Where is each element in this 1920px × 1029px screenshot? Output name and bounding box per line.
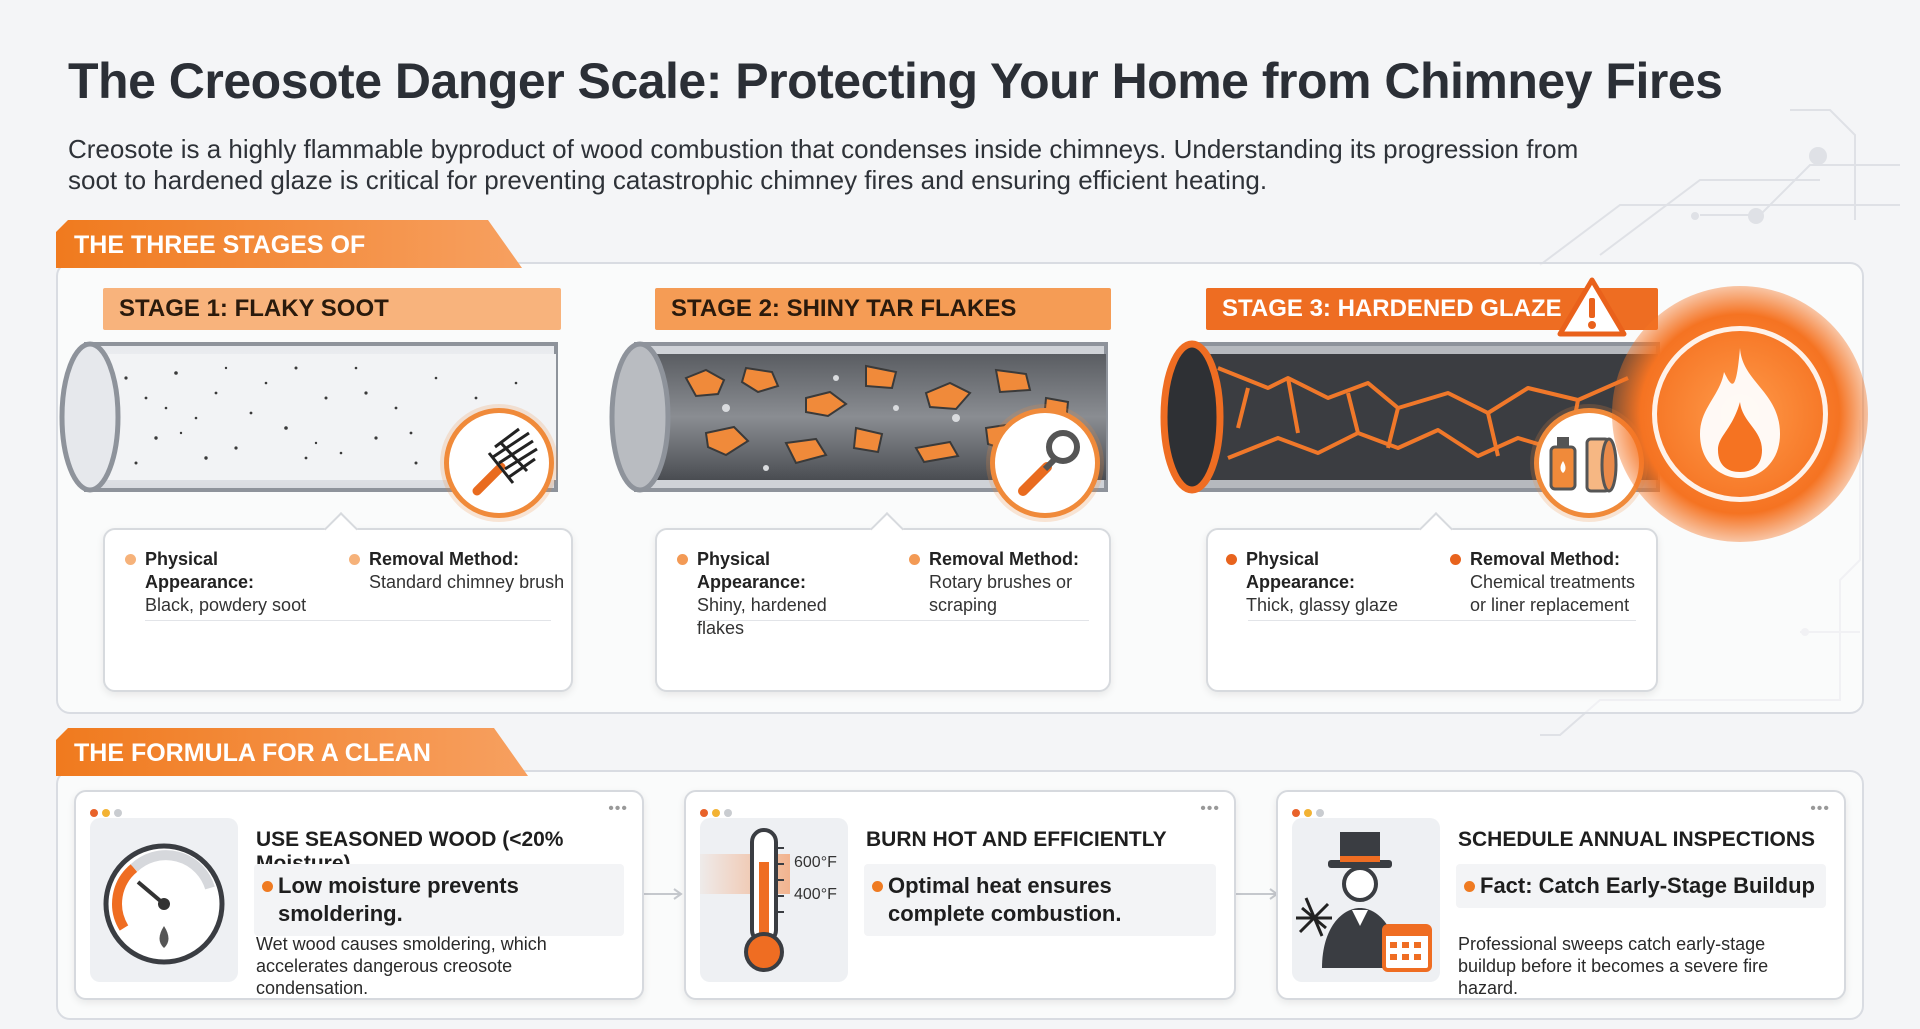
window-controls <box>700 804 736 822</box>
stage-1-appearance-value: Black, powdery soot <box>145 595 307 615</box>
page-title: The Creosote Danger Scale: Protecting Yo… <box>68 53 1723 109</box>
stage-3-appearance-value: Thick, glassy glaze <box>1246 595 1399 615</box>
formula-card-3-description: Professional sweeps catch early-stage bu… <box>1458 934 1769 998</box>
more-options-icon: ••• <box>1200 800 1220 817</box>
formula-card-2-highlight: Optimal heat ensures complete combustion… <box>864 864 1216 936</box>
formula-card-1-description: Wet wood causes smoldering, which accele… <box>256 934 547 998</box>
formula-section-label: THE FORMULA FOR A CLEAN BURN <box>56 728 528 776</box>
chimney-sweep-icon <box>1292 818 1440 982</box>
flame-icon <box>1612 286 1868 542</box>
warning-triangle-icon <box>1557 277 1627 337</box>
stage-1-header: STAGE 1: FLAKY SOOT <box>103 288 561 330</box>
moisture-gauge-icon <box>90 818 238 982</box>
stage-1-removal-label: Removal Method: <box>369 549 520 569</box>
stage-1-card: Physical Appearance: Black, powdery soot… <box>103 512 573 692</box>
stage-3-removal-value: Chemical treatments or liner replacement <box>1470 572 1636 615</box>
formula-card-seasoned-wood: ••• USE SEASONED WOOD (<20% Moisture) Lo… <box>74 790 644 1000</box>
rotary-tool-icon <box>990 408 1100 518</box>
window-controls <box>1292 804 1328 822</box>
stage-3-header-label: STAGE 3: HARDENED GLAZE <box>1222 295 1562 322</box>
stage-2-removal-label: Removal Method: <box>929 549 1080 569</box>
stage-2-removal-value: Rotary brushes or scraping <box>929 572 1073 615</box>
formula-card-2-title: BURN HOT AND EFFICIENTLY <box>866 828 1167 851</box>
formula-card-3-highlight: Fact: Catch Early-Stage Buildup <box>1456 864 1826 908</box>
thermometer-icon: 600°F 400°F <box>700 818 848 982</box>
stage-1-appearance-label: Physical Appearance: <box>145 549 255 592</box>
stage-3-appearance-label: Physical Appearance: <box>1246 549 1356 592</box>
stage-3-card: Physical Appearance: Thick, glassy glaze… <box>1206 512 1658 692</box>
more-options-icon: ••• <box>608 800 628 817</box>
window-controls <box>90 804 126 822</box>
stage-2-header: STAGE 2: SHINY TAR FLAKES <box>655 288 1111 330</box>
more-options-icon: ••• <box>1810 800 1830 817</box>
stage-2-appearance-label: Physical Appearance: <box>697 549 807 592</box>
stage-3-removal-label: Removal Method: <box>1470 549 1621 569</box>
temp-high-label: 600°F <box>794 854 837 871</box>
stage-2-appearance-value: Shiny, hardened flakes <box>697 595 827 638</box>
stages-section-label: THE THREE STAGES OF CREOSOTE <box>56 220 522 268</box>
chimney-brush-icon <box>444 408 554 518</box>
stage-2-card: Physical Appearance: Shiny, hardened fla… <box>655 512 1111 692</box>
formula-card-burn-hot: ••• 600°F 400°F BURN HOT AND EFFICIENTLY… <box>684 790 1236 1000</box>
stage-2-pipe <box>609 341 1108 493</box>
stage-1-removal-value: Standard chimney brush <box>369 572 565 592</box>
formula-card-1-highlight: Low moisture prevents smoldering. <box>254 864 624 936</box>
page-subtitle: Creosote is a highly flammable byproduct… <box>68 134 1579 195</box>
formula-card-3-title: SCHEDULE ANNUAL INSPECTIONS <box>1458 828 1816 851</box>
temp-low-label: 400°F <box>794 886 837 903</box>
formula-card-inspections: ••• SCHEDULE ANNUAL INSPECTIONS Fact: Ca… <box>1276 790 1846 1000</box>
